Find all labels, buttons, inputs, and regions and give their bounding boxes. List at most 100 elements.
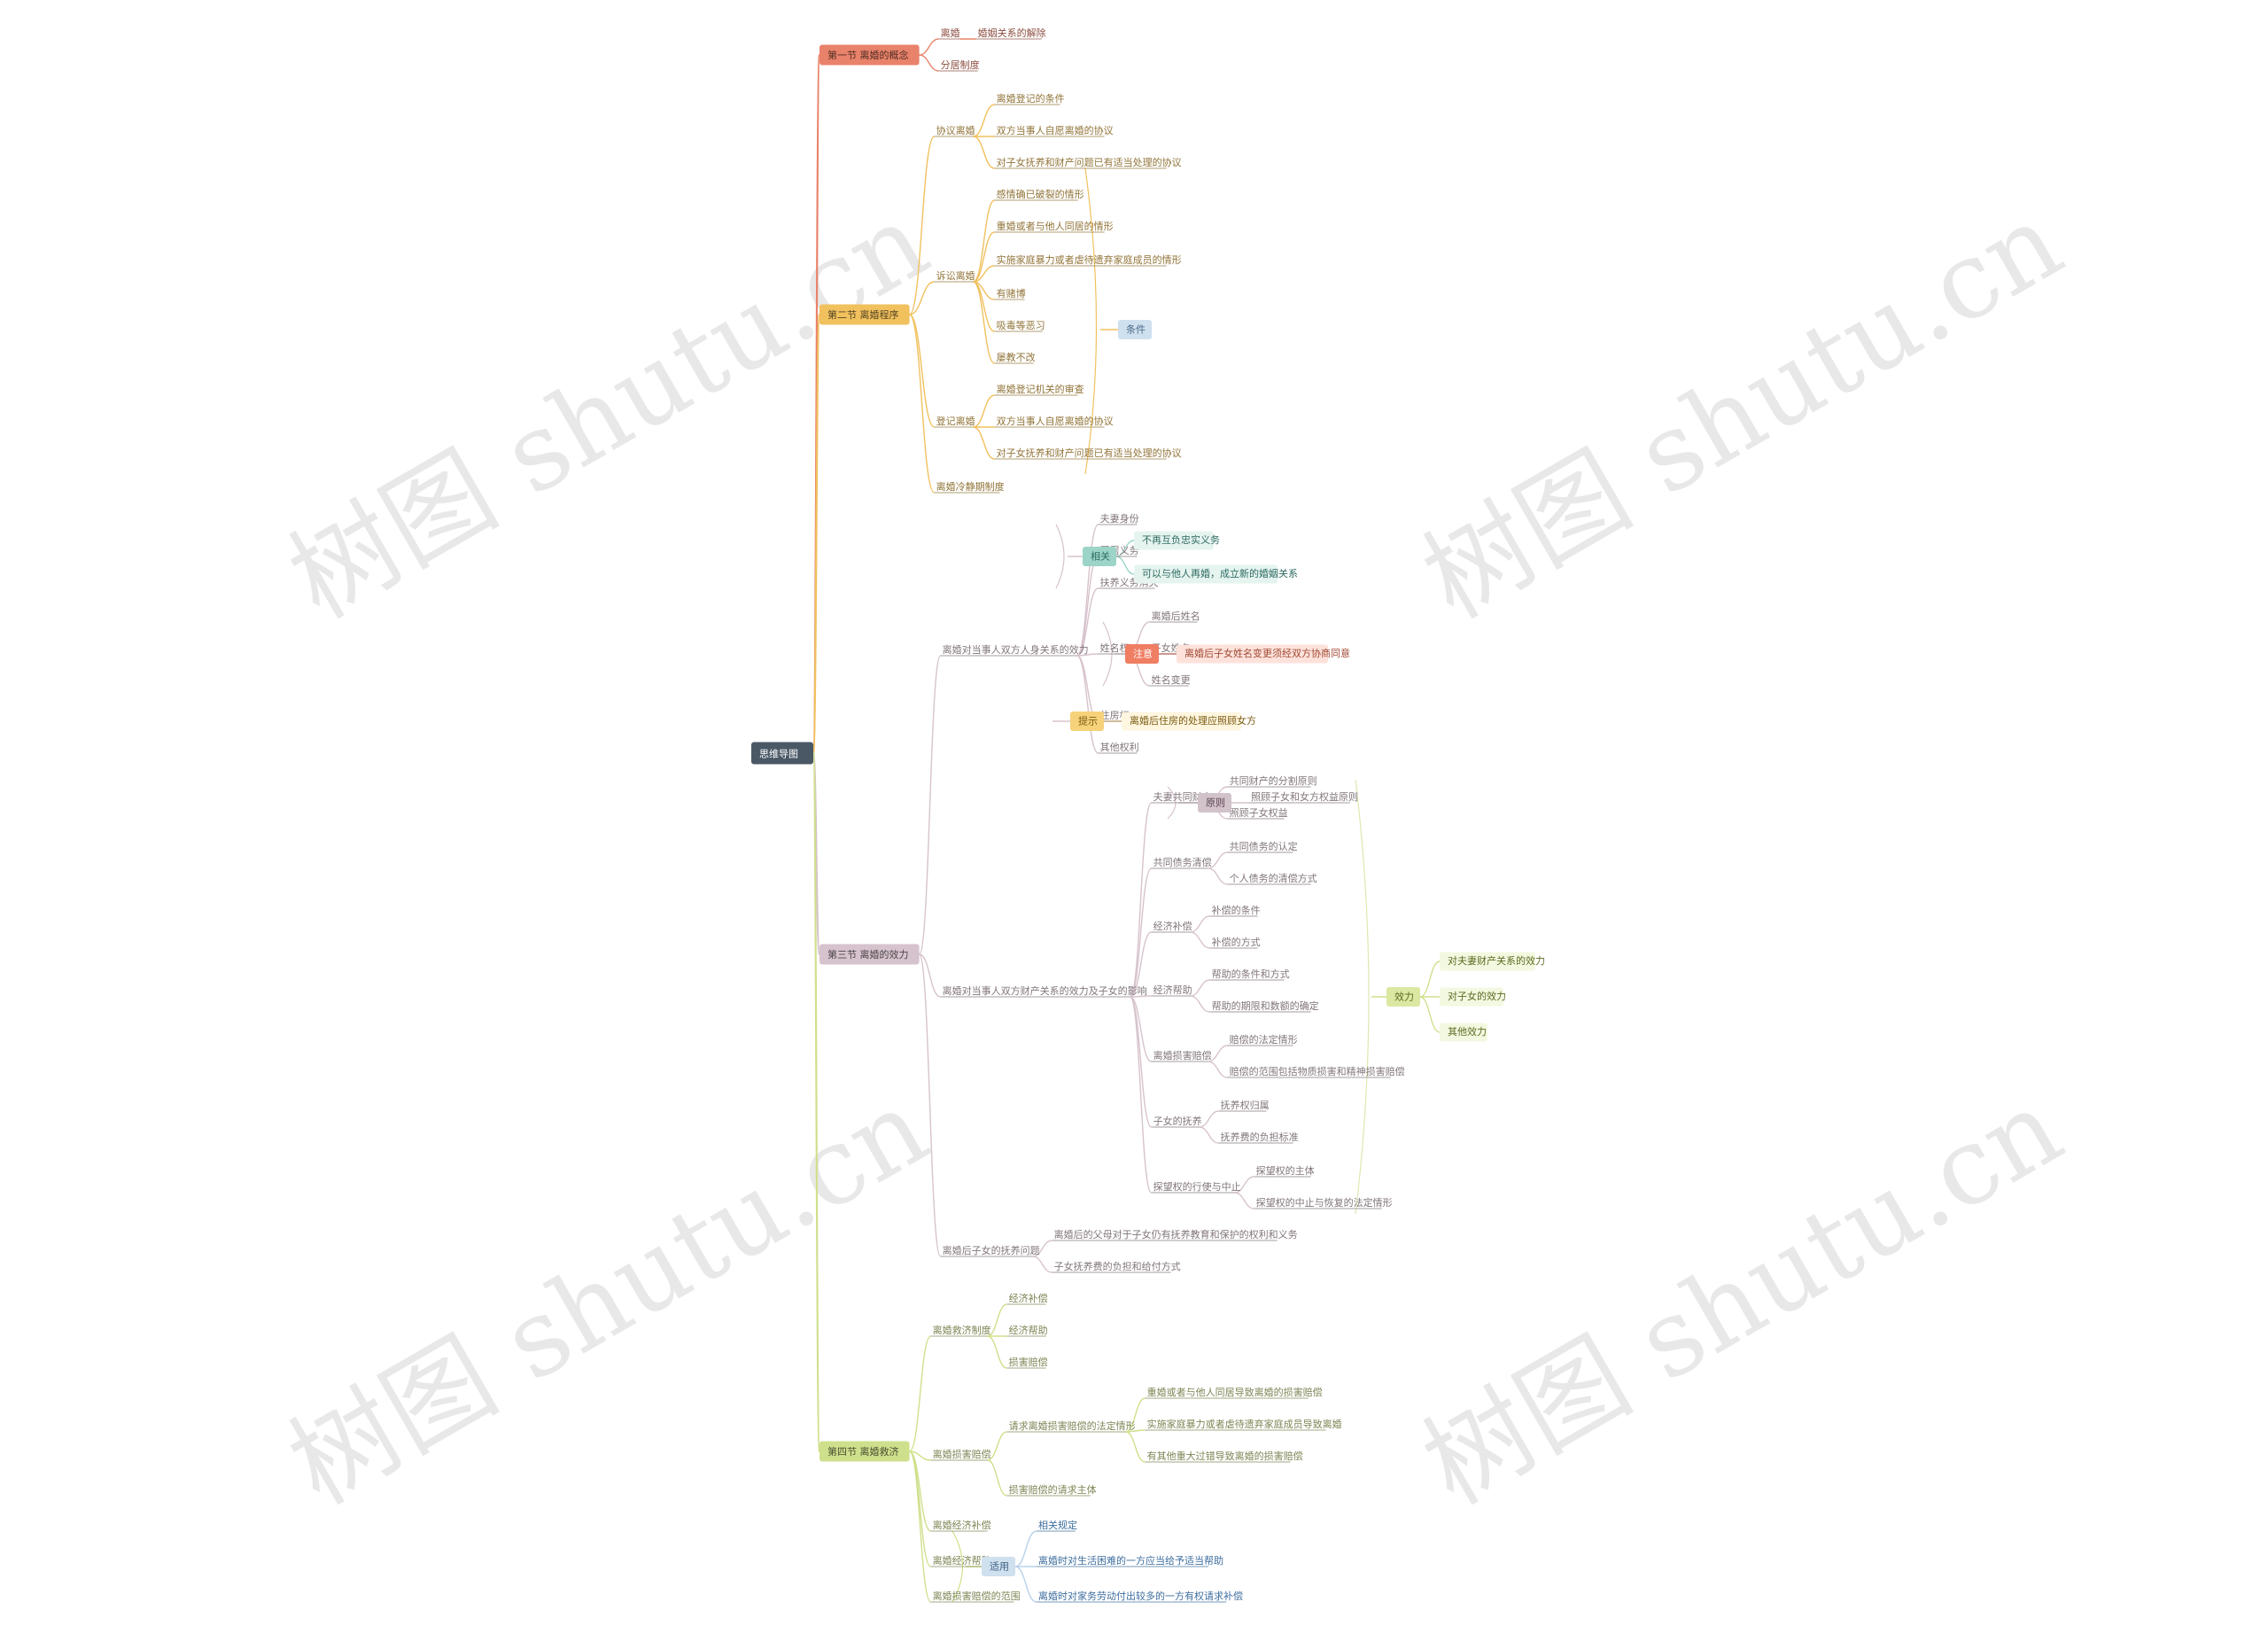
branch-2-child-1-sub-6-leaf-0[interactable]: 探望权的主体	[1254, 1164, 1315, 1178]
branch-2-child-1-sub-3-leaf-1[interactable]: 帮助的期限和数额的确定	[1209, 999, 1319, 1013]
branch-1-child-2[interactable]: 登记离婚	[934, 415, 975, 428]
note-name[interactable]: 注意	[1125, 644, 1159, 664]
branch-3-node-label: 第四节 离婚救济	[827, 1445, 899, 1458]
branch-1-child-2-sub-2[interactable]: 对子女抚养和财产问题已有适当处理的协议	[994, 447, 1182, 460]
branch-2-child-1-sub-0-leaf-0[interactable]: 共同财产的分割原则	[1227, 774, 1317, 788]
note-spouse-item-0[interactable]: 不再互负忠实义务	[1134, 531, 1220, 550]
branch-2-child-1-sub-2-leaf-0[interactable]: 补偿的条件	[1209, 904, 1261, 917]
note-property-item[interactable]: 照顾子女和女方权益原则	[1249, 790, 1358, 804]
branch-1-child-2-sub-1[interactable]: 双方当事人自愿离婚的协议	[994, 415, 1114, 428]
branch-2-child-1-sub-4-leaf-1[interactable]: 赔偿的范围包括物质损害和精神损害赔偿	[1227, 1065, 1405, 1078]
note-effect-item-2[interactable]: 其他效力	[1440, 1023, 1487, 1042]
connector-layer	[812, 38, 1441, 1603]
branch-2-child-1-sub-1-leaf-1[interactable]: 个人债务的清偿方式	[1227, 872, 1317, 885]
connector-line	[812, 751, 821, 1453]
connector-line	[1076, 653, 1099, 657]
note-effect-item-0[interactable]: 对夫妻财产关系的效力	[1440, 952, 1545, 971]
branch-3-child-2[interactable]: 离婚经济补偿	[930, 1519, 991, 1532]
note-relief[interactable]: 适用	[982, 1557, 1015, 1576]
branch-2-child-1-sub-4[interactable]: 离婚损害赔偿	[1151, 1049, 1212, 1062]
branch-3-child-1[interactable]: 离婚损害赔偿	[930, 1448, 991, 1461]
branch-2-child-1-sub-1-leaf-0[interactable]: 共同债务的认定	[1227, 840, 1298, 853]
branch-1-node[interactable]: 第二节 离婚程序	[819, 304, 910, 325]
branch-2-node[interactable]: 第三节 离婚的效力	[819, 944, 920, 965]
branch-1-child-1-sub-4[interactable]: 吸毒等恶习	[994, 319, 1045, 332]
branch-2-child-1-sub-3-leaf-0[interactable]: 帮助的条件和方式	[1209, 968, 1290, 981]
branch-0-node[interactable]: 第一节 离婚的概念	[819, 44, 920, 66]
note-effect-item-1[interactable]: 对子女的效力	[1440, 987, 1506, 1007]
branch-2-child-2[interactable]: 离婚后子女的抚养问题	[940, 1244, 1040, 1257]
branch-3-child-1-sub-0-leaf-2[interactable]: 有其他重大过错导致离婚的损害赔偿	[1145, 1450, 1303, 1463]
connector-line	[1014, 1530, 1037, 1567]
branch-3-child-1-sub-0[interactable]: 请求离婚损害赔偿的法定情形	[1006, 1419, 1136, 1433]
note-spouse-item-1[interactable]: 可以与他人再婚，成立新的婚姻关系	[1134, 564, 1298, 584]
branch-1-child-0[interactable]: 协议离婚	[934, 124, 975, 137]
branch-2-child-1-sub-5-leaf-1[interactable]: 抚养费的负担标准	[1218, 1131, 1299, 1144]
note-spouse-relation-label: 相关	[1091, 550, 1110, 563]
branch-2-child-1-sub-5[interactable]: 子女的抚养	[1151, 1115, 1202, 1128]
branch-1-child-1-sub-5[interactable]: 屡教不改	[994, 351, 1036, 364]
branch-1-child-1-label: 诉讼离婚	[936, 269, 975, 282]
branch-2-child-0[interactable]: 离婚对当事人双方人身关系的效力	[940, 643, 1089, 657]
branch-2-child-0-sub-0[interactable]: 夫妻身份	[1098, 512, 1139, 525]
branch-2-child-2-sub-0[interactable]: 离婚后的父母对于子女仍有抚养教育和保护的权利和义务	[1052, 1228, 1298, 1241]
branch-1-child-0-sub-2[interactable]: 对子女抚养和财产问题已有适当处理的协议	[994, 156, 1182, 169]
branch-1-child-0-sub-1[interactable]: 双方当事人自愿离婚的协议	[994, 124, 1114, 137]
branch-3-child-0-sub-0[interactable]: 经济补偿	[1006, 1292, 1048, 1305]
branch-2-child-0-sub-5[interactable]: 其他权利	[1098, 742, 1139, 754]
branch-1-child-3[interactable]: 离婚冷静期制度	[934, 480, 1005, 494]
branch-2-child-0-sub-3[interactable]: 姓名权	[1098, 642, 1130, 655]
branch-2-child-1-sub-5-leaf-0[interactable]: 抚养权归属	[1218, 1099, 1270, 1112]
note-housing-item[interactable]: 离婚后住房的处理应照顾女方	[1122, 712, 1256, 731]
note-housing[interactable]: 提示	[1070, 712, 1104, 731]
branch-1-summary[interactable]: 条件	[1118, 320, 1152, 339]
branch-3-child-3-label: 离婚经济帮助	[933, 1554, 991, 1567]
branch-2-child-1-sub-3[interactable]: 经济帮助	[1151, 984, 1192, 997]
branch-0-child-0-sub-0[interactable]: 婚姻关系的解除	[975, 27, 1046, 40]
branch-3-child-4[interactable]: 离婚损害赔偿的范围	[930, 1590, 1021, 1603]
branch-3-child-1-sub-0-leaf-0[interactable]: 重婚或者与他人同居导致离婚的损害赔偿	[1145, 1386, 1323, 1399]
branch-2-child-1-sub-6[interactable]: 探望权的行使与中止	[1151, 1180, 1241, 1194]
note-effect[interactable]: 效力	[1386, 987, 1420, 1007]
note-relief-item-1[interactable]: 离婚时对生活困难的一方应当给予适当帮助	[1037, 1554, 1223, 1567]
note-effect-item-0-label: 对夫妻财产关系的效力	[1448, 954, 1545, 967]
branch-0-child-1[interactable]: 分居制度	[938, 58, 980, 72]
branch-3-child-3[interactable]: 离婚经济帮助	[930, 1554, 991, 1567]
connector-line	[1115, 540, 1135, 557]
branch-2-child-1-sub-1[interactable]: 共同债务清偿	[1151, 856, 1212, 869]
branch-1-child-1-sub-0[interactable]: 感情确已破裂的情形	[994, 188, 1084, 201]
branch-3-child-0-sub-2[interactable]: 损害赔偿	[1006, 1356, 1048, 1369]
note-property[interactable]: 原则	[1198, 793, 1231, 813]
root-node[interactable]: 思维导图	[751, 742, 813, 765]
note-relief-bg	[982, 1557, 1015, 1576]
branch-2-child-1[interactable]: 离婚对当事人双方财产关系的效力及子女的影响	[940, 984, 1147, 998]
branch-3-node[interactable]: 第四节 离婚救济	[819, 1441, 910, 1462]
branch-2-child-1-sub-5-leaf-0-label: 抚养权归属	[1221, 1099, 1270, 1111]
note-relief-item-2[interactable]: 离婚时对家务劳动付出较多的一方有权请求补偿	[1037, 1590, 1243, 1603]
branch-2-child-1-sub-4-leaf-0[interactable]: 赔偿的法定情形	[1227, 1033, 1298, 1046]
branch-1-child-1-sub-3[interactable]: 有赌博	[994, 287, 1026, 300]
branch-3-child-1-sub-1[interactable]: 损害赔偿的请求主体	[1006, 1483, 1097, 1497]
branch-2-child-0-sub-3-leaf-2[interactable]: 姓名变更	[1149, 673, 1191, 687]
branch-2-child-0-sub-3-leaf-0[interactable]: 离婚后姓名	[1149, 610, 1200, 623]
branch-1-child-0-sub-0[interactable]: 离婚登记的条件	[994, 92, 1065, 105]
branch-1-child-1-sub-2[interactable]: 实施家庭暴力或者虐待遗弃家庭成员的情形	[994, 253, 1182, 267]
branch-2-child-1-sub-2[interactable]: 经济补偿	[1151, 920, 1192, 933]
branch-1-child-2-sub-0[interactable]: 离婚登记机关的审查	[994, 383, 1084, 396]
note-relief-item-0[interactable]: 相关规定	[1037, 1519, 1077, 1532]
note-spouse-relation[interactable]: 相关	[1083, 547, 1116, 566]
root-node-label: 思维导图	[759, 749, 798, 760]
note-name-item[interactable]: 离婚后子女姓名变更须经双方协商同意	[1177, 644, 1350, 664]
connector-line	[1234, 1176, 1254, 1194]
branch-0-child-0[interactable]: 离婚	[938, 27, 960, 40]
branch-3-child-0-sub-1[interactable]: 经济帮助	[1006, 1324, 1048, 1337]
branch-3-child-1-sub-0-leaf-1[interactable]: 实施家庭暴力或者虐待遗弃家庭成员导致离婚	[1145, 1418, 1342, 1431]
branch-1-child-3-label: 离婚冷静期制度	[936, 480, 1005, 493]
branch-2-child-1-sub-0-leaf-1[interactable]: 照顾子女权益	[1227, 806, 1288, 820]
branch-3-child-0[interactable]: 离婚救济制度	[930, 1324, 991, 1337]
branch-2-child-2-sub-1[interactable]: 子女抚养费的负担和给付方式	[1052, 1260, 1181, 1273]
branch-2-child-1-sub-6-leaf-1[interactable]: 探望权的中止与恢复的法定情形	[1254, 1196, 1393, 1209]
branch-2-child-1-sub-2-leaf-1[interactable]: 补偿的方式	[1209, 936, 1261, 949]
branch-1-child-1-sub-1[interactable]: 重婚或者与他人同居的情形	[994, 220, 1114, 233]
branch-1-child-1[interactable]: 诉讼离婚	[934, 269, 975, 283]
